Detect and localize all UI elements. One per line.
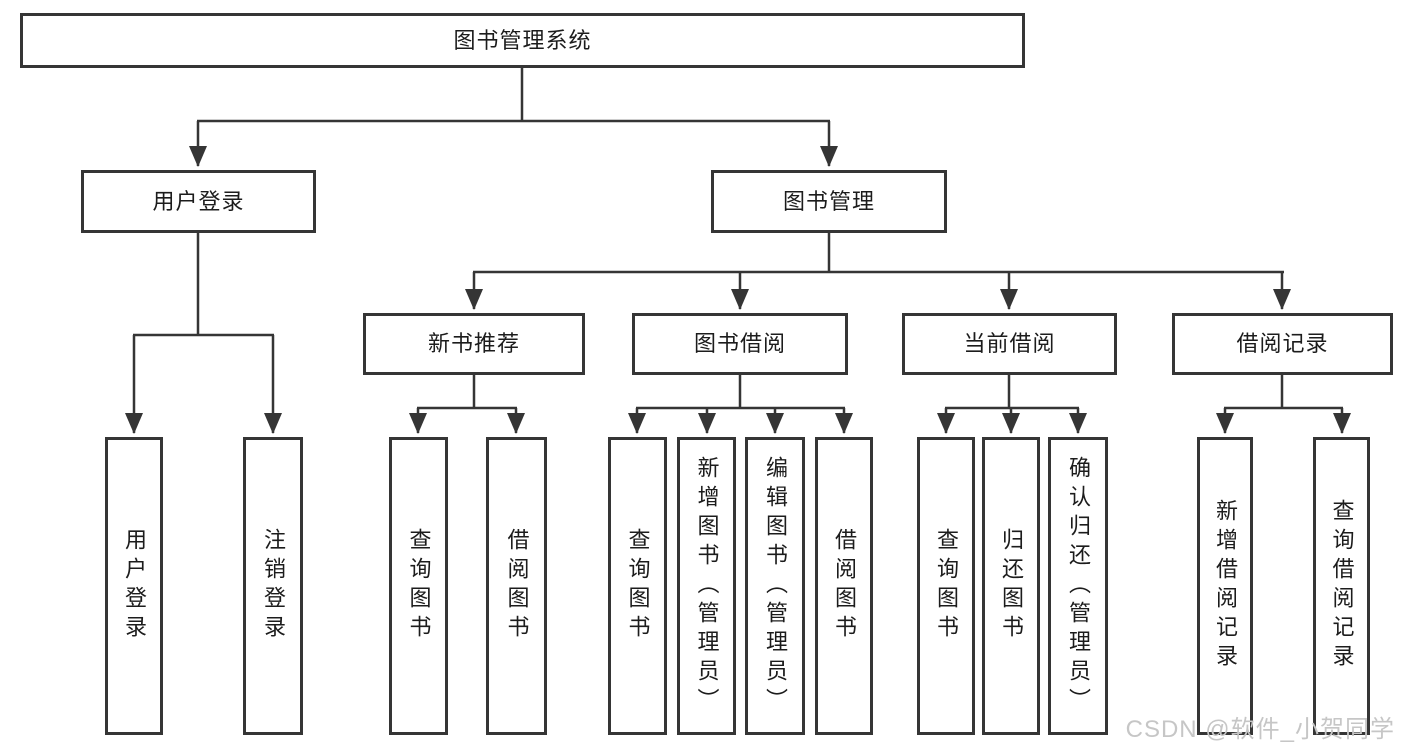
leaf-label: 借阅图书	[504, 528, 530, 644]
leaf-confirm-return-admin: 确认归还（管理员）	[1048, 437, 1108, 735]
node-current-borrowing: 当前借阅	[902, 313, 1117, 375]
connector-mgmt-to-level3	[465, 233, 1291, 310]
node-new-book-recommend: 新书推荐	[363, 313, 585, 375]
leaf-add-books-admin: 新增图书（管理员）	[677, 437, 736, 735]
node-book-borrowing: 图书借阅	[632, 313, 848, 375]
leaf-query-books-current: 查询图书	[917, 437, 975, 735]
connector-root-to-level2	[189, 68, 838, 167]
leaf-label: 借阅图书	[832, 528, 857, 644]
leaf-label: 编辑图书（管理员）	[763, 455, 788, 717]
connector-borrowing-to-leaves	[628, 375, 853, 434]
node-label: 借阅记录	[1236, 331, 1329, 356]
leaf-edit-books-admin: 编辑图书（管理员）	[745, 437, 805, 735]
leaf-query-books-recommend: 查询图书	[389, 437, 448, 735]
leaf-label: 查询图书	[934, 528, 959, 644]
node-label: 用户登录	[152, 188, 245, 214]
leaf-label: 归还图书	[999, 528, 1024, 644]
connector-userlogin-to-leaves	[125, 233, 282, 434]
node-book-management: 图书管理	[711, 170, 947, 233]
node-label: 当前借阅	[963, 331, 1056, 356]
leaf-label: 确认归还（管理员）	[1066, 455, 1091, 717]
leaf-label: 新增借阅记录	[1213, 499, 1238, 673]
node-library-management-system: 图书管理系统	[20, 13, 1025, 68]
node-label: 新书推荐	[427, 331, 520, 356]
leaf-query-books-borrowing: 查询图书	[608, 437, 667, 735]
leaf-logout-login: 注销登录	[243, 437, 303, 735]
node-borrowing-records: 借阅记录	[1172, 313, 1393, 375]
leaf-return-books: 归还图书	[982, 437, 1040, 735]
connector-records-to-leaves	[1216, 375, 1351, 434]
leaf-borrow-books: 借阅图书	[815, 437, 873, 735]
node-user-login: 用户登录	[81, 170, 316, 233]
leaf-label: 注销登录	[261, 528, 286, 644]
node-label: 图书管理系统	[453, 27, 592, 53]
leaf-label: 查询图书	[406, 528, 432, 644]
leaf-add-borrow-record: 新增借阅记录	[1197, 437, 1253, 735]
leaf-label: 用户登录	[122, 528, 147, 644]
connector-newbook-to-leaves	[409, 375, 525, 434]
leaf-borrow-books-recommend: 借阅图书	[486, 437, 547, 735]
leaf-query-borrow-record: 查询借阅记录	[1313, 437, 1370, 735]
leaf-user-login: 用户登录	[105, 437, 163, 735]
leaf-label: 查询图书	[625, 528, 651, 644]
node-label: 图书借阅	[693, 331, 786, 356]
csdn-watermark: CSDN @软件_小贺同学	[1125, 716, 1395, 743]
leaf-label: 查询借阅记录	[1329, 499, 1355, 673]
connector-current-to-leaves	[937, 375, 1087, 434]
leaf-label: 新增图书（管理员）	[694, 455, 720, 717]
node-label: 图书管理	[782, 188, 875, 214]
